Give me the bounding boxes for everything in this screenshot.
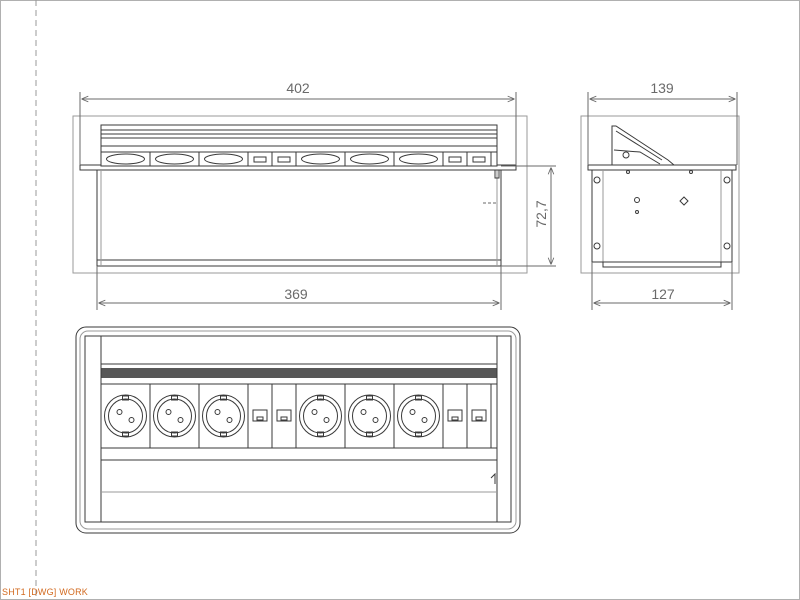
schuko-socket-icon: [301, 153, 340, 165]
schuko-socket: [348, 384, 395, 448]
sheet-label: SHT1 [DWG] WORK: [2, 587, 88, 597]
schuko-socket: [153, 384, 200, 448]
side-bottom-foot: [602, 261, 722, 268]
top-inner-frame: [79, 330, 517, 530]
front-socket: [155, 152, 200, 166]
top-corner-mark: [490, 472, 496, 484]
schuko-socket-icon: [348, 394, 391, 438]
screw-icon: [593, 242, 601, 250]
schuko-socket-icon: [397, 394, 440, 438]
dim-label-box-width: 369: [284, 286, 308, 302]
front-socket: [301, 152, 346, 166]
front-rj45-port: [448, 152, 468, 166]
dim-label-overall-depth: 139: [650, 80, 674, 96]
dim-label-height: 72,7: [533, 200, 549, 227]
schuko-socket-icon: [399, 153, 438, 165]
screw-icon: [626, 170, 630, 174]
schuko-socket: [299, 384, 346, 448]
front-rj45-port: [472, 152, 492, 166]
schuko-socket-icon: [202, 394, 245, 438]
schuko-socket-icon: [350, 153, 389, 165]
rj45-port-icon: [471, 409, 487, 422]
rj45-port-icon: [472, 156, 486, 163]
dim-label-box-depth: 127: [651, 286, 675, 302]
screw-icon: [679, 196, 689, 206]
side-flange: [587, 164, 737, 171]
front-screw-mark: [494, 169, 500, 179]
side-screws: [593, 170, 731, 250]
screw-icon: [689, 170, 693, 174]
schuko-socket-icon: [104, 394, 147, 438]
rj45-port: [276, 384, 297, 448]
side-box-body: [591, 169, 733, 263]
front-socket: [399, 152, 444, 166]
schuko-socket-icon: [106, 153, 145, 165]
front-socket: [204, 152, 249, 166]
schuko-socket-icon: [155, 153, 194, 165]
front-socket-modules: [106, 152, 492, 166]
side-hinge-arm: [613, 149, 661, 165]
side-view: 139 127: [580, 80, 740, 310]
rj45-port-icon: [447, 409, 463, 422]
rj45-port: [252, 384, 273, 448]
rj45-port-icon: [448, 156, 462, 163]
front-rj45-port: [253, 152, 273, 166]
dim-label-overall-width: 402: [286, 80, 310, 96]
top-view: [75, 326, 521, 534]
top-lid-shadow: [101, 368, 497, 378]
side-hinge-bracket: [611, 125, 675, 166]
schuko-socket: [397, 384, 444, 448]
rj45-port: [447, 384, 468, 448]
schuko-socket: [104, 384, 151, 448]
rj45-port-icon: [277, 156, 291, 163]
front-box-body: [96, 169, 502, 267]
rj45-port: [471, 384, 492, 448]
top-socket-modules: [104, 384, 492, 448]
schuko-socket: [202, 384, 249, 448]
rj45-port-icon: [252, 409, 268, 422]
front-view: 402 369 72,7: [72, 80, 556, 310]
side-view-bounding-panel: [580, 115, 740, 274]
screw-icon: [634, 197, 640, 203]
schuko-socket-icon: [204, 153, 243, 165]
top-right-end-cap: [496, 335, 512, 523]
screw-icon: [635, 210, 639, 214]
front-rj45-port: [277, 152, 297, 166]
side-hinge-pivot: [622, 151, 630, 159]
side-hinge-arm: [615, 130, 663, 161]
screw-icon: [593, 176, 601, 184]
schuko-socket-icon: [153, 394, 196, 438]
screw-icon: [723, 242, 731, 250]
rj45-port-icon: [276, 409, 292, 422]
front-view-bounding-panel: [72, 115, 528, 274]
rj45-port-icon: [253, 156, 267, 163]
front-socket: [106, 152, 151, 166]
schuko-socket-icon: [299, 394, 342, 438]
front-socket-strip: [100, 151, 498, 167]
front-socket: [350, 152, 395, 166]
screw-icon: [723, 176, 731, 184]
top-left-end-cap: [84, 335, 102, 523]
